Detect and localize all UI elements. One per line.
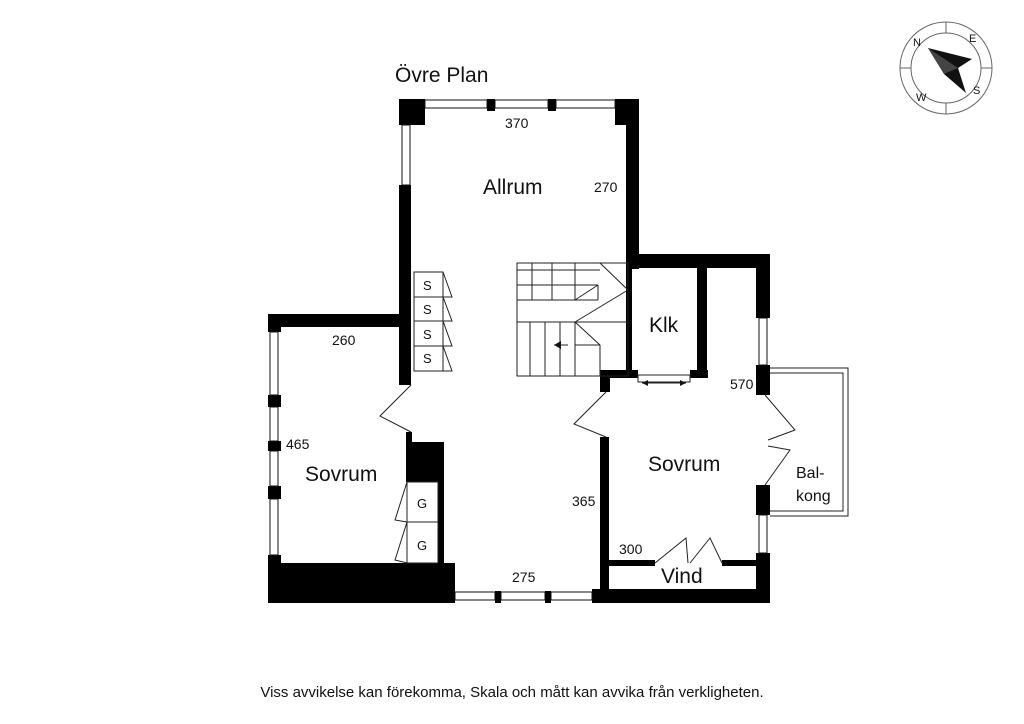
dimension-right-room-top: 570 — [730, 376, 754, 392]
doors — [379, 374, 796, 564]
closet-g-label: G — [417, 538, 427, 553]
dimension-bottom: 275 — [512, 569, 536, 585]
room-sovrum-left: Sovrum — [305, 463, 377, 486]
compass-n-label: N — [913, 37, 921, 49]
room-klk: Klk — [649, 314, 679, 337]
closet-s-label: S — [423, 351, 432, 366]
closet-s — [413, 271, 453, 372]
room-sovrum-right: Sovrum — [648, 453, 720, 476]
room-balkong-line1: Bal- — [796, 465, 824, 482]
dimension-allrum-right: 270 — [594, 179, 618, 195]
room-vind: Vind — [661, 565, 703, 588]
dimension-right-room-side: 365 — [572, 493, 596, 509]
closet-s-label: S — [423, 302, 432, 317]
disclaimer-footer: Viss avvikelse kan förekomma, Skala och … — [260, 684, 763, 701]
room-balkong-line2: kong — [796, 488, 831, 505]
dimension-vind-width: 300 — [619, 541, 643, 557]
compass-e-label: E — [969, 33, 976, 45]
plan-title: Övre Plan — [395, 64, 488, 87]
closet-s-label: S — [423, 278, 432, 293]
compass-rose-icon — [899, 21, 993, 115]
staircase — [516, 262, 629, 377]
compass-w-label: W — [916, 92, 927, 104]
closet-s-label: S — [423, 327, 432, 342]
dimension-top: 370 — [505, 115, 529, 131]
room-allrum: Allrum — [483, 176, 543, 199]
dimension-left-room-top: 260 — [332, 332, 356, 348]
sliding-door-arrow-right-icon — [680, 380, 686, 386]
windows — [269, 99, 768, 601]
walls — [268, 99, 770, 603]
dimension-left-room-side: 465 — [286, 436, 310, 452]
sliding-door-arrow-left-icon — [642, 380, 648, 386]
balkong-railing — [770, 367, 849, 517]
closet-g-label: G — [417, 496, 427, 511]
closet-g — [394, 481, 439, 564]
compass-s-label: S — [973, 85, 980, 97]
stair-arrow-icon — [554, 341, 561, 349]
